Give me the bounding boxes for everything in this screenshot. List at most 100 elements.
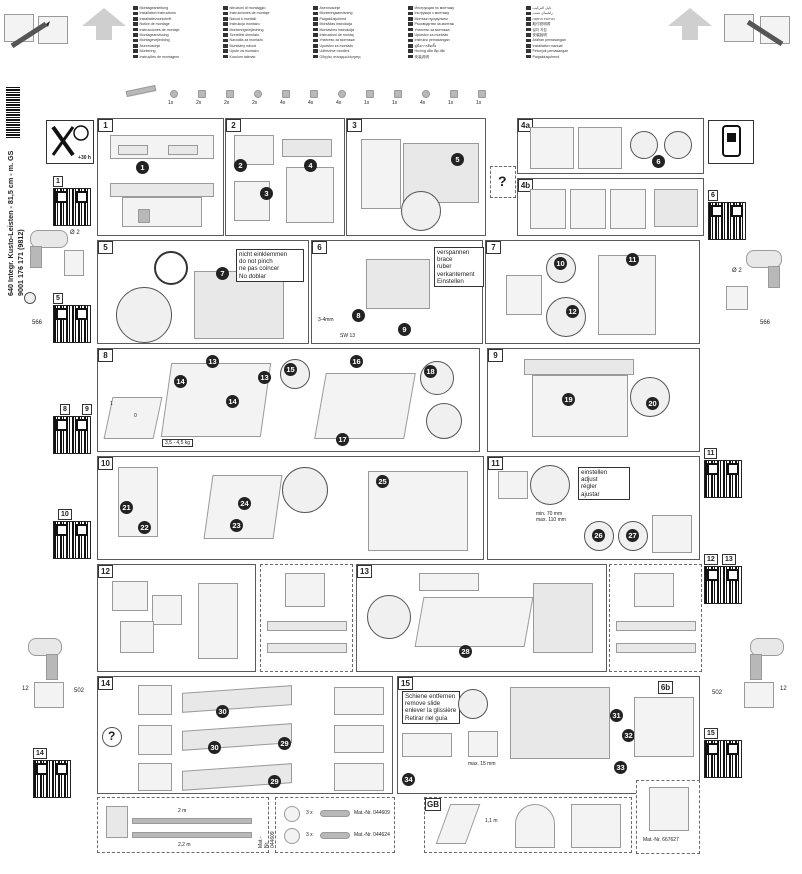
step-5-marker-7: 7 [216, 267, 229, 280]
step-10-number: 10 [98, 457, 113, 470]
step-8-marker-13b: 13 [258, 371, 271, 384]
language-flag-icon [133, 38, 138, 43]
language-flag-icon [526, 27, 531, 32]
question-mark: ? [498, 173, 507, 189]
step-15-marker-31: 31 [610, 709, 623, 722]
step-11-number: 11 [488, 457, 503, 470]
qr-code-12[interactable] [704, 566, 742, 604]
qr-code-8[interactable] [53, 416, 91, 454]
language-text: Montageanvisning [139, 33, 169, 37]
qr-code-14[interactable] [33, 760, 71, 798]
qr-code-15[interactable] [704, 740, 742, 778]
language-text: دليل التركيب [532, 6, 552, 10]
language-flag-icon [223, 54, 228, 59]
qr-code-6[interactable] [708, 202, 746, 240]
part-item: 1x [390, 86, 416, 110]
part-count: 4x [280, 100, 286, 106]
bottom-mult-b: 3 x [306, 832, 313, 838]
lang-left-b-line-6: Navodila za montažo [223, 38, 263, 43]
step-2-panel: 2 2 3 4 [225, 118, 345, 236]
step-8-marker-14b: 14 [226, 395, 239, 408]
step-7-number: 7 [486, 241, 501, 254]
language-text: Uputstvo za montažu [414, 33, 449, 37]
step-8-dim-b: 0 [134, 413, 137, 419]
lang-right-b-line-4: 설치 지침 [526, 28, 547, 33]
language-flag-icon [223, 49, 228, 54]
language-text: Asennusohje [139, 43, 161, 48]
language-text: Οδηγίες συναρμολόγησης [319, 54, 361, 59]
step-15-number: 15 [398, 677, 413, 690]
step-5-no-symbol [154, 251, 188, 285]
step-14-marker-29: 29 [278, 737, 291, 750]
language-flag-icon [408, 6, 413, 10]
lang-left-a-line-6: Montagevejledning [133, 38, 170, 43]
language-flag-icon [408, 11, 413, 16]
bottom-mult-a: 3 x [306, 810, 313, 816]
lang-right-b-line-7: Installation manual [526, 44, 562, 49]
time-hint: +30 h [78, 155, 91, 161]
language-text: Installation manual [532, 43, 563, 48]
step-4b-number: 4b [518, 179, 533, 192]
lang-left-b-line-3: Instrukcja montażu [223, 22, 260, 27]
left-screw-mark [24, 292, 36, 304]
qr-code-5[interactable] [53, 305, 91, 343]
step-14-number: 14 [98, 677, 113, 690]
language-flag-icon [408, 33, 413, 37]
language-flag-icon [526, 22, 531, 27]
lang-left-c-line-5: Instrucțiuni de montaj [313, 33, 354, 38]
step-1-panel: 1 1 [97, 118, 224, 236]
drill-sketch-right-bottom: 502 12 [710, 634, 796, 714]
up-arrow-icon-left [82, 8, 126, 26]
step-6-panel: 6 verspannen brace ruber verkantement Ei… [311, 240, 484, 344]
lang-left-a-line-2: Installatievoorschrift [133, 17, 171, 22]
drill-sketch-right-top: Ø 2 [724, 244, 796, 314]
right-dim-mid: 566 [760, 320, 771, 326]
step-8-number: 8 [98, 349, 113, 362]
part-count: 1x [364, 100, 370, 106]
step-13-panel: 13 28 [356, 564, 607, 672]
language-text: Návod k montáži [229, 16, 257, 21]
language-flag-icon [133, 22, 138, 27]
step-12-number: 12 [98, 565, 113, 578]
lang-right-a-line-3: Ръководство за монтаж [408, 22, 454, 27]
qr-label-8: 8 [60, 404, 70, 415]
part-item: 1x [446, 86, 472, 110]
step-11-label-line-4: ajustar [581, 490, 600, 498]
bottom-gb-panel: GB 1,1 m [424, 797, 632, 853]
qr-code-10[interactable] [53, 521, 91, 559]
part-item: 4x [306, 86, 332, 110]
language-text: Instruksi pemasangan [414, 38, 450, 43]
step-15-label-line-4: Retirar riel guía [405, 714, 448, 722]
lang-right-b-line-3: 取付説明書 [526, 22, 550, 27]
screw-icon [422, 90, 430, 98]
step-2-number: 2 [226, 119, 241, 132]
screw-icon [198, 90, 206, 98]
step-4a-detail-circle [630, 131, 658, 159]
step-14-marker-29b: 29 [268, 775, 281, 788]
qr-code-11[interactable] [704, 460, 742, 498]
lang-left-a-line-7: Asennusohje [133, 44, 160, 49]
lang-left-a-line-8: Montering [133, 49, 155, 54]
step-6-label-line-4: Einstellen [437, 277, 464, 285]
phone-icon-box [708, 120, 754, 164]
language-text: Szerelési útmutató [229, 33, 260, 37]
step-4b-panel: 4b [517, 178, 704, 236]
language-flag-icon [313, 49, 318, 54]
lang-left-c-line-9: Οδηγίες συναρμολόγησης [313, 55, 361, 60]
language-text: Instrukcja montażu [229, 22, 260, 27]
qr-label-5: 5 [53, 293, 63, 304]
language-text: Navodila za montažo [229, 38, 264, 43]
language-flag-icon [223, 33, 228, 37]
step-11-marker-26: 26 [592, 529, 605, 542]
part-count: 4x [420, 100, 426, 106]
step-8-marker-16: 16 [350, 355, 363, 368]
part-item: 2x [222, 86, 248, 110]
qr-label-10: 10 [58, 509, 72, 520]
lang-right-b-line-1: راهنمای نصب [526, 11, 553, 16]
step-6-wrench-label: SW 13 [340, 333, 356, 339]
language-flag-icon [313, 33, 318, 37]
language-flag-icon [408, 49, 413, 54]
step-11-label-line-2: adjust [581, 476, 598, 484]
qr-code-1[interactable] [53, 188, 91, 226]
step-3-marker-5: 5 [451, 153, 464, 166]
